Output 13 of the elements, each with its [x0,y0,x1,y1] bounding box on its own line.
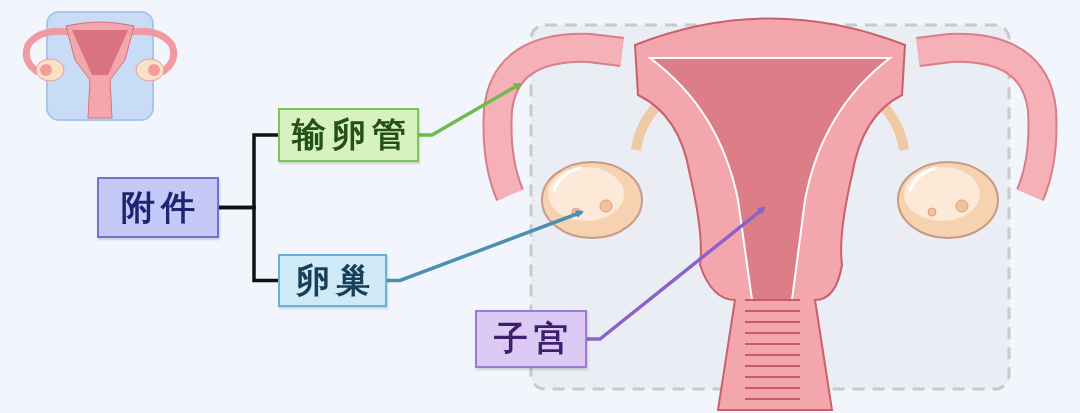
fallopian-tube [916,32,1058,201]
ovary [897,161,999,239]
bracket-connector [219,205,278,283]
label-box: 子宫 [475,310,587,368]
uterus [631,17,909,411]
fallopian-tube [482,32,624,201]
leader-line [587,206,766,341]
leader-line [387,210,584,283]
ovary [541,161,643,239]
label-box: 输卵管 [278,108,419,162]
label-box: 卵巢 [278,254,387,307]
leader-line [419,82,522,137]
label-box: 附件 [97,177,219,238]
